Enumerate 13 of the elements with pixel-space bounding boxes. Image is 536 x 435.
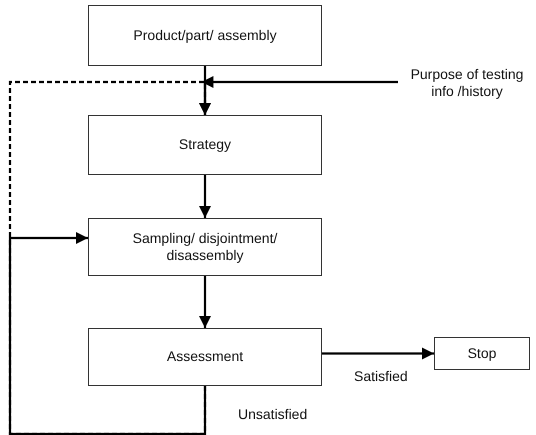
process-box: Product/part/ assembly	[88, 5, 322, 66]
process-box: Sampling/ disjointment/ disassembly	[88, 218, 322, 276]
arrow	[322, 348, 434, 360]
arrow	[199, 276, 211, 328]
arrow	[8, 232, 206, 435]
arrow	[199, 175, 211, 218]
process-box: Assessment	[88, 328, 322, 386]
edge-label: Unsatisfied	[238, 406, 308, 422]
process-box: Strategy	[88, 115, 322, 175]
note-text: Purpose of testing info /history	[398, 64, 536, 102]
edge-label: Satisfied	[354, 368, 408, 384]
dashed-arrow	[8, 80, 211, 435]
process-box: Stop	[434, 337, 530, 370]
